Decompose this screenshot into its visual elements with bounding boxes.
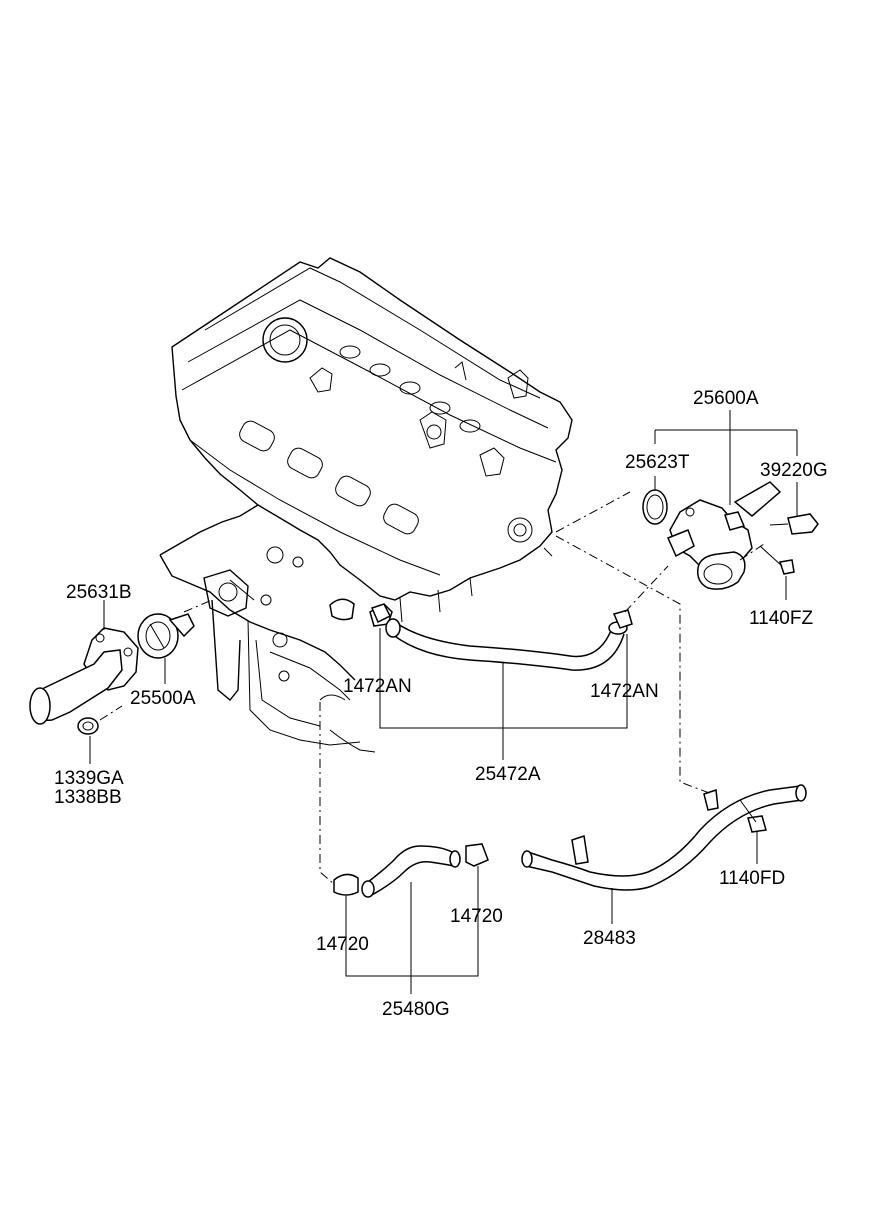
label-25480G: 25480G (382, 999, 450, 1020)
label-28483: 28483 (583, 928, 636, 949)
part-labels: 25600A 25623T 39220G 1140FZ 25631B 25500… (54, 388, 828, 1020)
leader-lines (89, 410, 798, 994)
thermostat-housing (29, 613, 195, 735)
label-25472A: 25472A (475, 764, 541, 785)
label-1140FZ: 1140FZ (749, 608, 813, 629)
label-25623T: 25623T (625, 452, 690, 473)
water-outlet-fitting (642, 481, 819, 590)
label-25631B: 25631B (66, 582, 132, 603)
water-pipe (521, 784, 807, 891)
label-1140FD: 1140FD (719, 868, 785, 889)
label-1472AN-left: 1472AN (343, 676, 412, 697)
label-1472AN-right: 1472AN (590, 681, 659, 702)
label-14720-right: 14720 (450, 906, 503, 927)
lower-hose (333, 843, 489, 898)
label-25500A: 25500A (130, 688, 196, 709)
engine-block-drawing (159, 257, 573, 753)
label-39220G: 39220G (760, 460, 828, 481)
label-25600A: 25600A (693, 388, 759, 409)
label-1338BB: 1338BB (54, 787, 122, 808)
connection-lines (99, 491, 765, 885)
label-1339GA: 1339GA (54, 768, 124, 789)
label-14720-left: 14720 (316, 934, 369, 955)
upper-hose (370, 603, 633, 671)
